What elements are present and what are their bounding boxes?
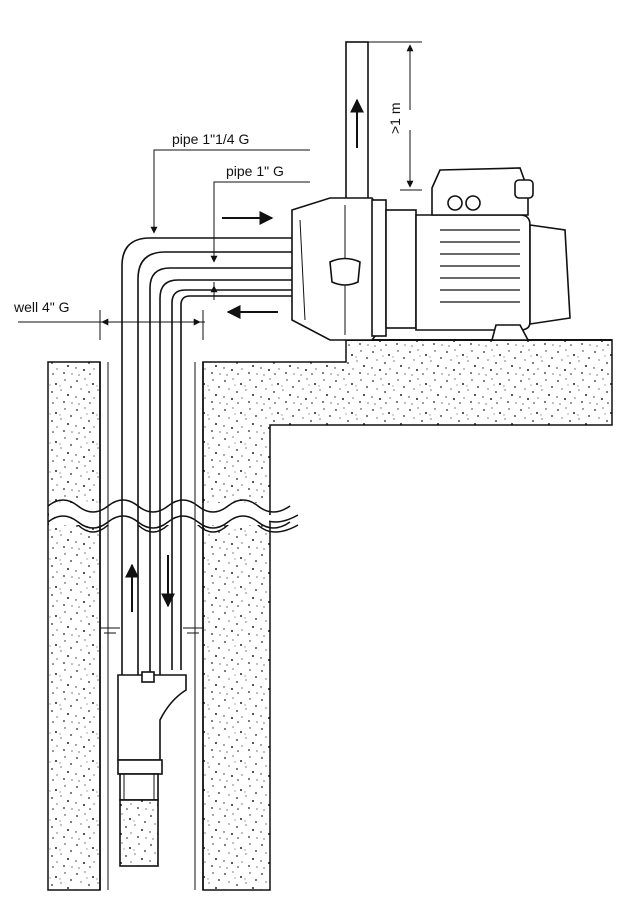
label-well: well 4" G — [13, 299, 70, 315]
well-casing — [99, 362, 204, 890]
soil-right — [202, 339, 613, 891]
flow-arrows-pump — [222, 211, 278, 319]
break-bottom — [47, 515, 291, 529]
ejector — [117, 671, 187, 867]
leader-pipe-small — [210, 181, 310, 263]
soil-left — [47, 361, 101, 891]
break-top — [47, 499, 291, 513]
break-gap — [49, 503, 269, 525]
delivery-pipe — [345, 41, 369, 203]
water-level — [100, 627, 203, 634]
flow-arrows-well — [125, 555, 175, 612]
pipe-1 — [149, 267, 292, 680]
terminal-box — [431, 167, 529, 216]
pump — [291, 167, 571, 341]
label-pipe-large: pipe 1"1/4 G — [172, 131, 249, 147]
pipe-1-1-4 — [121, 237, 292, 680]
label-height: >1 m — [387, 102, 403, 134]
soil — [47, 339, 613, 891]
leader-pipe-large — [150, 149, 310, 234]
leaders — [18, 41, 422, 340]
label-pipe-small: pipe 1" G — [226, 163, 284, 179]
pipes — [121, 237, 292, 680]
pump-motor — [415, 214, 531, 331]
